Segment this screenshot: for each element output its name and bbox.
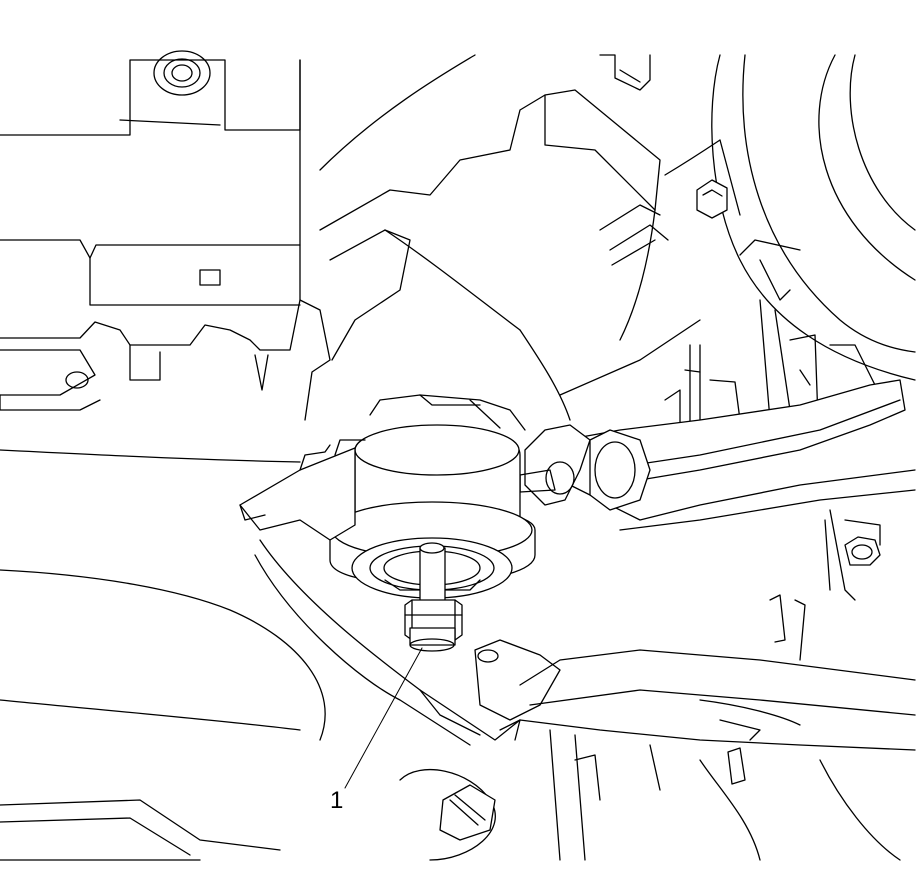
callout-1: 1 (330, 647, 423, 814)
bolt (404, 542, 463, 652)
body-panel-center (319, 54, 721, 421)
callout-number: 1 (330, 787, 343, 814)
differential-housing (696, 54, 916, 381)
lateral-link-arm (507, 379, 916, 531)
body-panel-upper-left (0, 50, 331, 421)
callout-leader-line (344, 647, 423, 789)
body-panel-lower-left (0, 449, 901, 861)
bushing-assembly (329, 394, 536, 599)
subframe-bracket (239, 444, 916, 751)
lower-right-hardware (727, 519, 881, 785)
